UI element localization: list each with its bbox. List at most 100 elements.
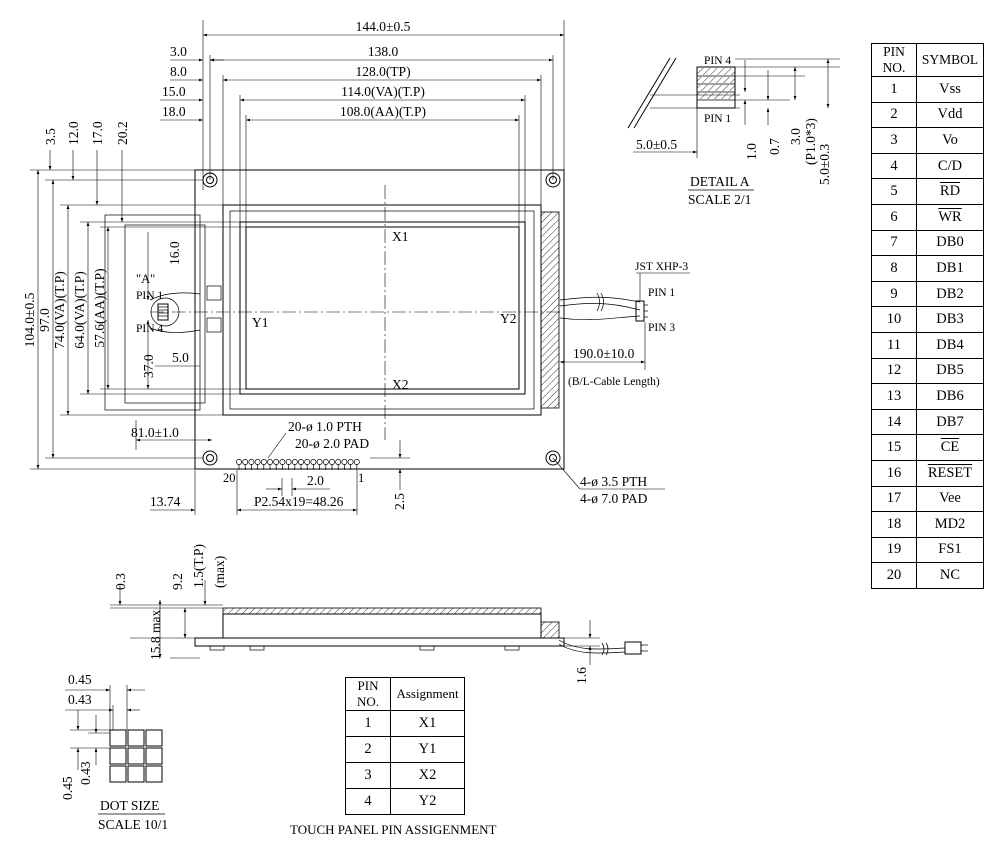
mounting-hole-bl [202,450,218,466]
label-pin1-small: PIN 1 [136,290,163,302]
header-pin [304,459,311,465]
dot-dim-0-45-v: 0.45 [60,776,75,800]
dim-138: 138.0 [368,44,399,59]
pcb-outline [194,169,565,470]
touch-pin-number: 2 [345,736,391,763]
label-pad4: 4-ø 7.0 PAD [580,491,648,506]
dot-dim-0-43-v: 0.43 [78,761,93,785]
pin-symbol-text: WR [938,208,962,225]
dim-576: 57.6(AA)(T.P) [92,268,107,347]
touch-assignment: Y2 [390,788,465,815]
label-pin1-num: 1 [358,471,364,485]
pin-number: 6 [871,203,917,231]
touch-table-header: PIN NO. Assignment [345,677,465,711]
dot-cell [109,729,127,747]
detail-scale: SCALE 2/1 [688,192,751,207]
detail-pitch: (P1.0*3) [803,118,818,165]
label-pth20: 20-ø 1.0 PTH [288,419,362,434]
dot-title: DOT SIZE [100,798,159,813]
dim-114: 114.0(VA)(T.P) [341,84,425,99]
pin-number: 20 [871,562,917,589]
dot-matrix-grid [109,729,163,783]
side-view: 0.3 9.2 1.5(T.P) (max) 15.8 max 1.6 [110,544,648,684]
header-pin [291,459,298,465]
pin-number: 8 [871,255,917,282]
dim-16: 16.0 [167,241,182,265]
pin-symbol: RD [916,178,984,205]
dim-17: 17.0 [90,121,105,145]
table-row: 6 WR [871,203,984,231]
dim-18: 18.0 [162,104,186,119]
header-pin [260,459,267,465]
pin-symbol: WR [916,203,984,231]
label-y2: Y2 [500,311,517,326]
pin-number: 15 [871,434,917,461]
detail-dim-0-7: 0.7 [767,138,782,155]
header-pin [322,459,329,465]
pin-symbol: Vdd [916,101,984,129]
label-jst: JST XHP-3 [635,261,688,273]
pin-number: 3 [871,127,917,154]
detail-dim-1: 1.0 [744,143,759,160]
pin-number: 13 [871,383,917,410]
dot-dim-0-43-h: 0.43 [68,692,92,707]
pin-symbol-text: CE [940,439,960,456]
dot-cell [145,747,163,765]
header-pin [242,459,249,465]
pin-symbol: Vo [916,127,984,154]
dim-3: 3.0 [170,44,187,59]
dim-37: 37.0 [141,354,156,378]
pin-number: 19 [871,536,917,564]
dim-64: 64.0(VA)(T.P) [72,271,87,349]
pin-symbol: DB1 [916,255,984,282]
label-pad20: 20-ø 2.0 PAD [295,436,369,451]
dim-8: 8.0 [170,64,187,79]
dot-cell [145,765,163,783]
header-pin [298,459,304,465]
pin-table-header: PIN NO. SYMBOL [871,43,984,77]
side-dim-15-8: 15.8 max [148,610,163,660]
label-detail-a-ref: "A" [136,272,155,286]
pin-number: 10 [871,306,917,333]
pin-symbol-text: RESET [927,464,973,481]
dim-128: 128.0(TP) [355,64,410,79]
pin-symbol: CE [916,434,984,461]
left-dimensions: 104.0±0.5 97.0 74.0(VA)(T.P) 64.0(VA)(T.… [22,121,246,470]
front-view [104,169,648,470]
pin-symbol: NC [916,562,984,589]
detail-pin4: PIN 4 [704,55,731,67]
dim-overall-width: 144.0±0.5 [356,19,411,34]
side-dim-9-2: 9.2 [170,573,185,590]
detail-dim-3: 3.0 [788,128,803,145]
side-dim-1-6: 1.6 [574,667,589,684]
pin-symbol: DB2 [916,280,984,308]
dot-cell [127,765,145,783]
pin-symbol: DB3 [916,306,984,333]
viewing-area [239,221,526,395]
detail-a: PIN 4 PIN 1 5.0±0.5 1.0 0.7 3.0 (P1.0*3)… [627,55,840,207]
touch-pin-number: 3 [345,762,391,789]
touch-assignment: X1 [390,710,465,737]
detail-pin1: PIN 1 [704,113,731,125]
side-dim-max: (max) [212,556,227,588]
dot-cell [109,765,127,783]
pin-number: 5 [871,178,917,205]
pin-number: 4 [871,152,917,180]
pin-symbol: DB0 [916,229,984,257]
dot-cell [109,747,127,765]
dim-2: 2.0 [307,473,324,488]
header-pin [316,459,323,465]
pin-symbol-text: RD [939,183,961,200]
pin-symbol: DB5 [916,357,984,385]
backlight-cable [559,292,648,322]
